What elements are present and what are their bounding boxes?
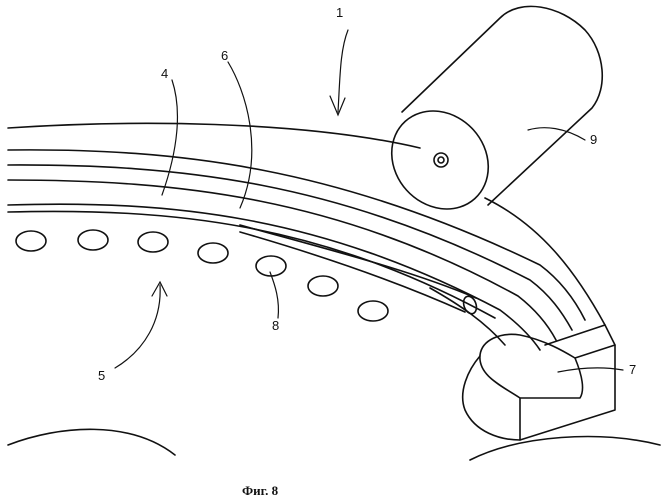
roller-hub (434, 153, 448, 167)
roller-body (402, 6, 602, 205)
label-8: 8 (272, 318, 279, 333)
block-profile (480, 334, 583, 398)
roller (372, 6, 602, 228)
leader-4 (162, 80, 177, 195)
block-top (545, 325, 615, 358)
label-9: 9 (590, 132, 597, 147)
hole (308, 276, 338, 296)
arc-right (470, 437, 660, 460)
roller-face (372, 91, 508, 229)
hole (16, 231, 46, 251)
leader-7 (558, 368, 623, 372)
rail-top-curve (485, 198, 605, 325)
leader-1-arrow (338, 30, 348, 112)
leader-8 (270, 272, 278, 318)
leader-9 (528, 128, 585, 140)
rod (240, 225, 479, 316)
label-7: 7 (629, 362, 636, 377)
lower-arcs (8, 429, 660, 460)
hole (78, 230, 108, 250)
block-front (520, 345, 615, 440)
label-4: 4 (161, 66, 168, 81)
roller-hub-inner (438, 157, 444, 163)
leader-5-arrow (115, 285, 160, 368)
rail-outer-edge (8, 123, 420, 148)
arc-left (8, 429, 175, 455)
hole (358, 301, 388, 321)
arrowhead-5 (152, 282, 167, 296)
holes (16, 230, 388, 321)
hole (138, 232, 168, 252)
label-1: 1 (336, 5, 343, 20)
label-5: 5 (98, 368, 105, 383)
end-block (463, 325, 615, 440)
block-cut (463, 356, 520, 440)
ring-rail (8, 123, 605, 350)
rail-groove-1 (8, 150, 585, 320)
figure-caption: Фиг. 8 (242, 483, 279, 498)
hole (198, 243, 228, 263)
label-6: 6 (221, 48, 228, 63)
rod-lower (240, 232, 465, 312)
leader-6 (228, 62, 252, 208)
